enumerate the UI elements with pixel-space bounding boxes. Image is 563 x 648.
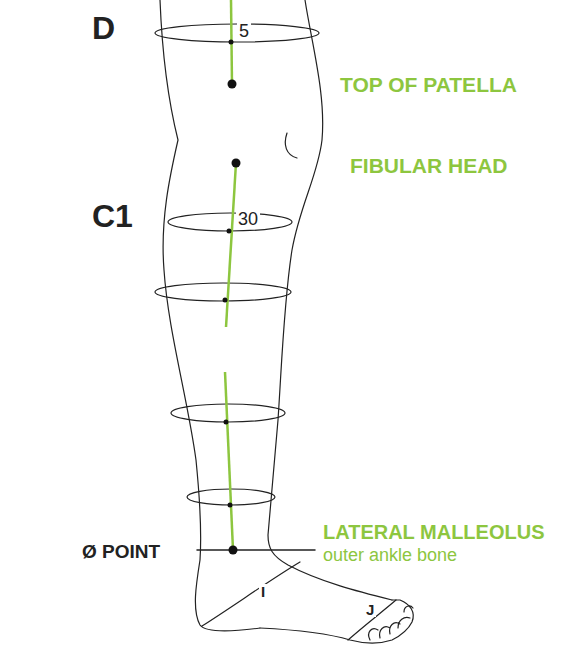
ring bbox=[155, 283, 291, 301]
ring-c1 bbox=[168, 213, 292, 231]
reference-line bbox=[226, 163, 236, 327]
foot-outline bbox=[260, 600, 413, 643]
landmark-label: FIBULAR HEAD bbox=[350, 155, 508, 176]
measure-i bbox=[202, 562, 300, 626]
measure-letter: I bbox=[259, 584, 267, 599]
zero-point-label: Ø POINT bbox=[82, 542, 160, 561]
section-letter: D bbox=[92, 12, 115, 44]
ring-dot bbox=[229, 40, 234, 45]
measure-number: 5 bbox=[237, 22, 251, 40]
knee-mark bbox=[285, 133, 297, 158]
landmark-label: LATERAL MALLEOLUS bbox=[323, 522, 544, 542]
leg-outline bbox=[160, 0, 260, 631]
zero-line bbox=[197, 549, 315, 551]
ring-dot bbox=[223, 298, 228, 303]
landmark-label: TOP OF PATELLA bbox=[340, 74, 517, 95]
section-letter: C1 bbox=[92, 200, 133, 232]
measure-number: 30 bbox=[236, 210, 260, 228]
landmark-note: outer ankle bone bbox=[323, 546, 457, 564]
landmark-dot bbox=[229, 546, 238, 555]
ring-dot bbox=[227, 229, 232, 234]
landmark-dot bbox=[228, 80, 237, 89]
reference-line bbox=[225, 372, 233, 550]
measure-letter: J bbox=[364, 602, 376, 617]
measure-j bbox=[348, 600, 396, 640]
ring-dot bbox=[224, 420, 229, 425]
ring-dot bbox=[228, 503, 233, 508]
landmark-dot bbox=[232, 159, 241, 168]
